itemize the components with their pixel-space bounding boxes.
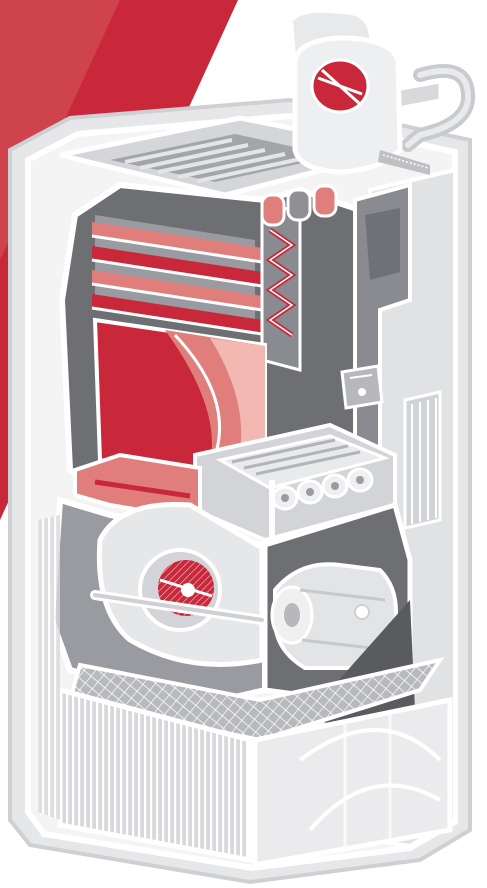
blower-wheel bbox=[140, 550, 220, 630]
side-grille bbox=[38, 515, 60, 820]
side-louvers bbox=[405, 392, 440, 528]
gas-valve bbox=[342, 366, 382, 408]
